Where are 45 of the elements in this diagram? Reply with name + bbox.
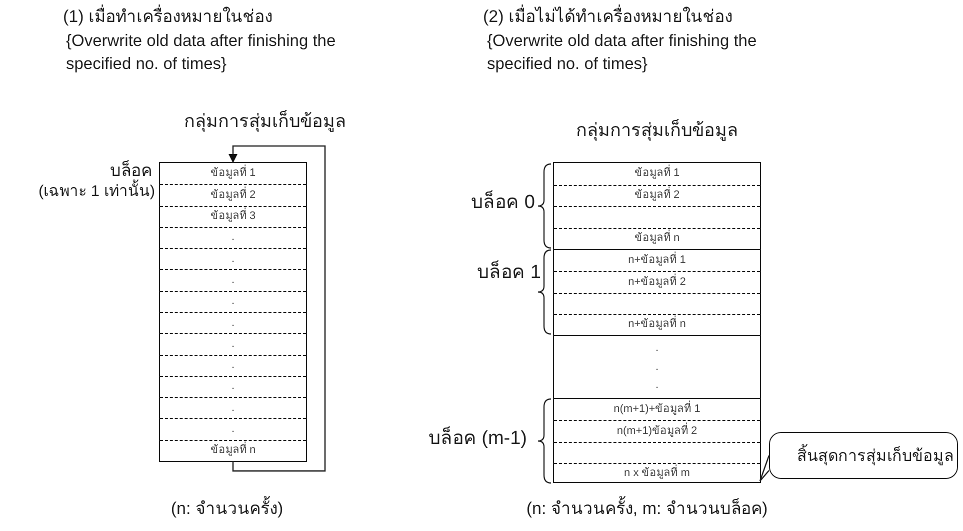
footnote: (n: จำนวนครั้ง) xyxy=(170,498,284,520)
row-text: ข้อมูลที่ n xyxy=(634,232,680,246)
note-text: {Overwrite old data after finishing the specified no. of times} xyxy=(487,31,758,75)
block-label: บล็อค (m-1) xyxy=(428,428,527,450)
row-text: ข้อมูลที่ n xyxy=(210,444,256,458)
row-text: n x ข้อมูลที่ m xyxy=(624,467,690,480)
data-table xyxy=(159,162,307,462)
callout-text: สิ้นสุดการสุ่มเก็บข้อมูล xyxy=(797,443,954,468)
row-text: . xyxy=(231,338,235,351)
row-text: . xyxy=(231,316,235,330)
block-label: (เฉพาะ 1 เท่านั้น) xyxy=(38,181,155,203)
row-text: . xyxy=(231,274,235,288)
section-heading: (1) เมื่อทำเครื่องหมายในช่อง xyxy=(63,6,272,28)
block-label: บล็อค 1 xyxy=(477,262,541,284)
row-text: . xyxy=(231,231,235,244)
ellipsis-dot: . xyxy=(655,360,659,374)
callout-bubble xyxy=(769,432,958,479)
row-text: . xyxy=(231,295,235,308)
row-text: n+ข้อมูลที่ 2 xyxy=(628,276,686,289)
row-text: . xyxy=(231,359,235,372)
note-text: {Overwrite old data after finishing the specified no. of times} xyxy=(66,31,337,75)
row-text: . xyxy=(231,252,235,266)
row-text: n(m+1)+ข้อมูลที่ 1 xyxy=(614,403,700,416)
row-text: ข้อมูลที่ 3 xyxy=(210,210,256,224)
row-text: . xyxy=(231,423,235,436)
section-heading: (2) เมื่อไม่ได้ทำเครื่องหมายในช่อง xyxy=(483,6,732,28)
row-text: . xyxy=(231,402,235,415)
callout-pointer xyxy=(759,455,770,482)
row-text: ข้อมูลที่ 2 xyxy=(210,188,256,202)
block-label: บล็อค xyxy=(110,160,152,180)
loop-arrow xyxy=(228,145,326,472)
row-text: n+ข้อมูลที่ n xyxy=(628,318,686,332)
table-title: กลุ่มการสุ่มเก็บข้อมูล xyxy=(184,110,346,132)
ellipsis-dot: . xyxy=(655,342,659,355)
footnote: (n: จำนวนครั้ง, m: จำนวนบล็อค) xyxy=(526,498,768,520)
row-text: n(m+1)ข้อมูลที่ 2 xyxy=(616,424,698,438)
row-text: ข้อมูลที่ 1 xyxy=(634,167,680,180)
table-title: กลุ่มการสุ่มเก็บข้อมูล xyxy=(576,119,738,141)
row-text: ข้อมูลที่ 1 xyxy=(210,167,256,180)
block-label: บล็อค 0 xyxy=(471,192,535,214)
row-text: ข้อมูลที่ 2 xyxy=(634,189,680,202)
row-text: . xyxy=(231,380,235,394)
ellipsis-dot: . xyxy=(655,379,659,392)
data-table xyxy=(553,162,761,483)
row-text: n+ข้อมูลที่ 1 xyxy=(628,254,686,268)
